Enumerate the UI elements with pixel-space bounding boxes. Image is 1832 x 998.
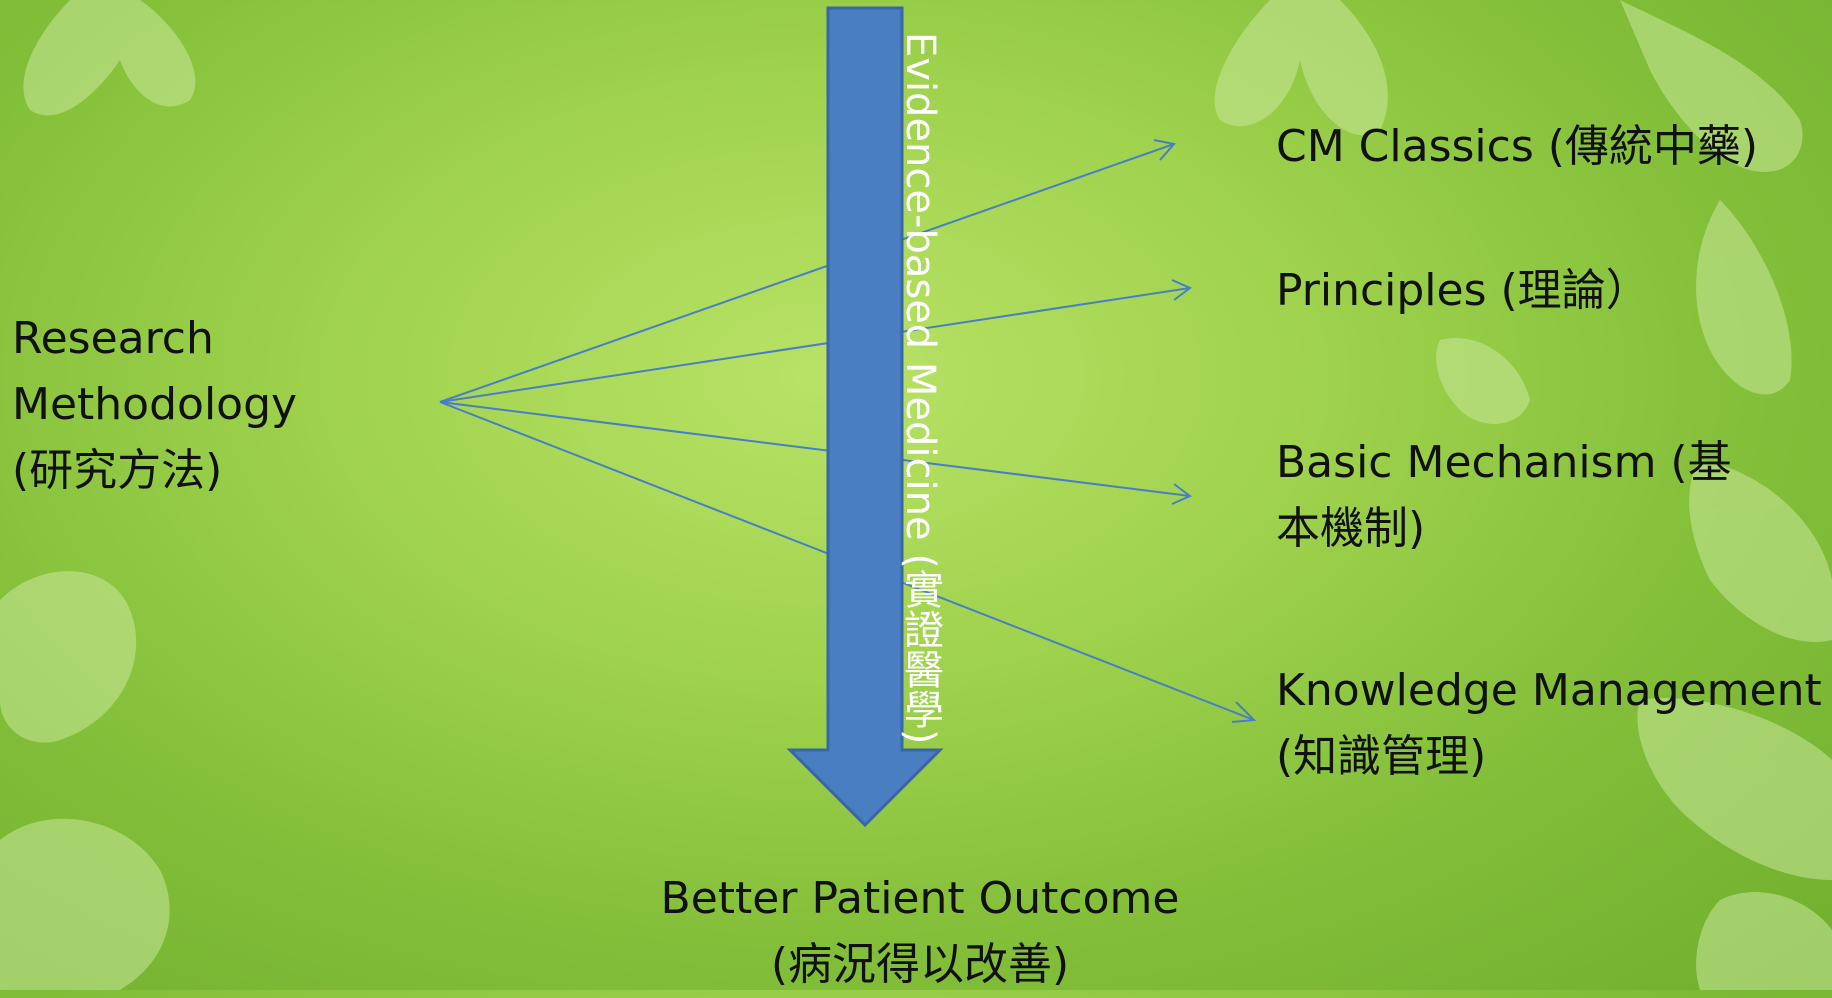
arrowhead-icon — [1153, 139, 1176, 161]
connector-cm-classics — [439, 143, 1175, 403]
target-knowledge-management-line-1: Knowledge Management — [1276, 665, 1822, 716]
butterfly-icon — [1620, 0, 1803, 172]
butterfly-icon — [0, 571, 137, 743]
butterfly-icon — [1696, 200, 1792, 395]
arrowhead-icon — [1231, 701, 1257, 723]
butterfly-icon — [1436, 338, 1530, 424]
target-basic-mechanism: Basic Mechanism (基 本機制) — [1276, 430, 1732, 562]
butterfly-icon — [1214, 0, 1388, 136]
target-basic-mechanism-line-2: 本機制) — [1276, 503, 1426, 554]
target-knowledge-management: Knowledge Management (知識管理) — [1276, 658, 1822, 790]
butterfly-icon — [1689, 460, 1832, 642]
outcome-line-2: (病況得以改善) — [770, 939, 1070, 990]
connector-arrowheads — [1153, 139, 1257, 723]
source-line-3: (研究方法) — [12, 445, 223, 496]
source-node: Research Methodology (研究方法) — [12, 306, 297, 504]
arrowhead-icon — [1171, 279, 1192, 301]
central-arrow-label: Evidence-based Medicine (實證醫學) — [897, 32, 943, 745]
butterfly-icon — [0, 818, 170, 990]
target-principles: Principles (理論） — [1276, 258, 1650, 324]
butterfly-icon — [1696, 891, 1832, 990]
target-principles-line-1: Principles (理論） — [1276, 265, 1650, 316]
target-basic-mechanism-line-1: Basic Mechanism (基 — [1276, 437, 1732, 488]
source-line-1: Research — [12, 313, 214, 364]
target-cm-classics: CM Classics (傳統中藥) — [1276, 114, 1758, 180]
target-cm-classics-line-1: CM Classics (傳統中藥) — [1276, 121, 1759, 172]
connector-principles — [439, 287, 1191, 403]
central-down-arrow — [786, 6, 944, 828]
butterfly-icon — [1637, 698, 1832, 880]
source-line-2: Methodology — [12, 379, 298, 430]
arrowhead-icon — [1171, 483, 1192, 505]
outcome-line-1: Better Patient Outcome — [660, 873, 1180, 924]
target-knowledge-management-line-2: (知識管理) — [1276, 731, 1487, 782]
butterfly-icon — [23, 0, 196, 116]
outcome-node: Better Patient Outcome (病況得以改善) — [560, 866, 1280, 998]
connector-basic-mechanism — [439, 401, 1191, 497]
